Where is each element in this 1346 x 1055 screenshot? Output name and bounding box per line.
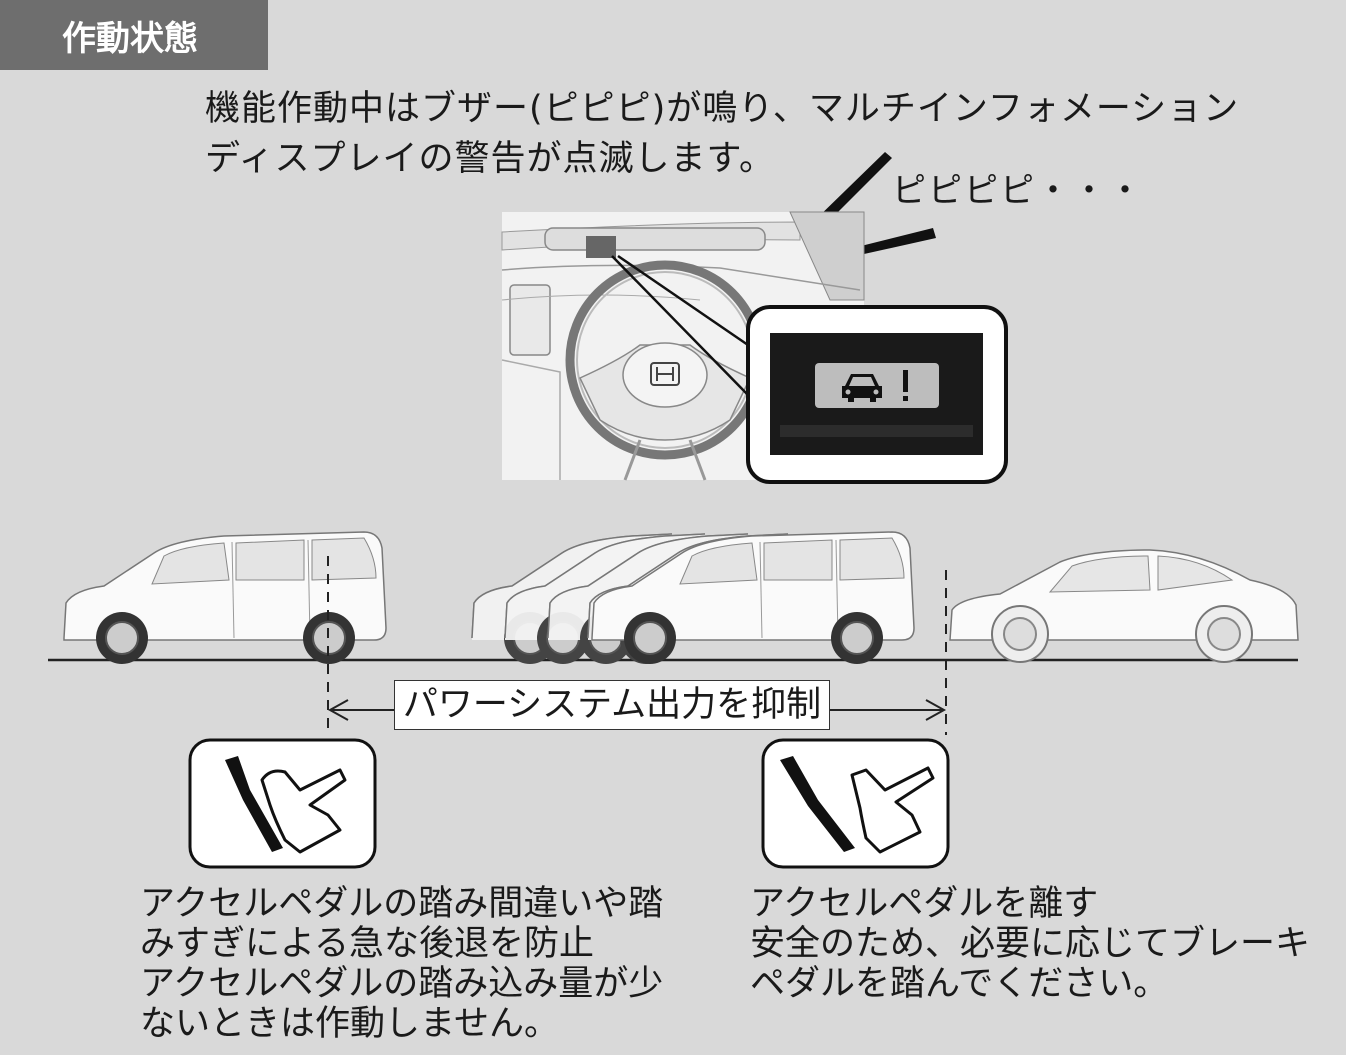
intro-line-1: 機能作動中はブザー(ピピピ)が鳴り、マルチインフォメーション [205,89,1240,129]
caption-left-line-2: みすぎによる急な後退を防止 [140,924,594,964]
caption-left: アクセルペダルの踏み間違いや踏 みすぎによる急な後退を防止 アクセルペダルの踏み… [140,884,663,1044]
caption-right: アクセルペダルを離す 安全のため、必要に応じてブレーキ ペダルを踏んでください。 [750,884,1310,1004]
caption-left-line-3: アクセルペダルの踏み込み量が少 [140,964,664,1004]
caption-right-line-1: アクセルペダルを離す [750,884,1099,924]
car-start-position [63,531,387,665]
caption-left-line-4: ないときは作動しません。 [140,1004,559,1044]
multi-information-display [746,305,1008,484]
power-suppression-label: パワーシステム出力を抑制 [394,680,830,730]
range-arrow [327,699,947,721]
car-obstacle-sedan [949,549,1299,663]
caption-left-line-1: アクセルペダルの踏み間違いや踏 [140,884,664,924]
foot-pedal-released-icon [761,738,950,869]
honda-steering-icon [565,260,765,481]
car-exclamation-icon [815,363,939,408]
intro-text: 機能作動中はブザー(ピピピ)が鳴り、マルチインフォメーション ディスプレイの警告… [205,84,1239,184]
meter-display-small [586,236,616,258]
section-title-text: 作動状態 [62,18,198,59]
beep-sound-text: ピピピピ・・・ [892,171,1144,211]
section-title: 作動状態 [0,0,268,70]
foot-pedal-pressed-icon [188,738,377,869]
intro-line-2: ディスプレイの警告が点滅します。 [205,139,776,179]
caption-right-line-2: 安全のため、必要に応じてブレーキ [750,924,1311,964]
caption-right-line-3: ペダルを踏んでください。 [750,964,1169,1004]
